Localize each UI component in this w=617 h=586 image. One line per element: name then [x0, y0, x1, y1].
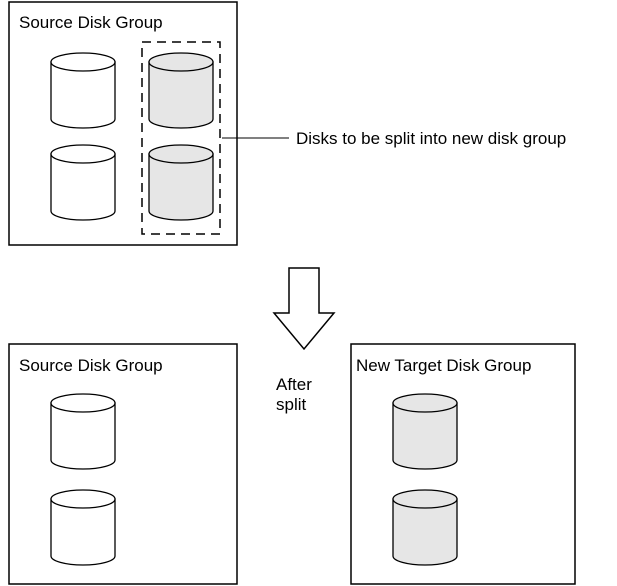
new-target-disk-group-title: New Target Disk Group — [356, 356, 531, 375]
disk-icon — [392, 393, 458, 470]
source-disk-group-title-before: Source Disk Group — [19, 13, 163, 32]
split-selection-box — [141, 41, 221, 235]
disk-icon — [148, 144, 214, 221]
source-disk-group-box-before — [8, 1, 238, 246]
split-disks-callout: Disks to be split into new disk group — [296, 129, 566, 148]
down-arrow-icon — [272, 267, 336, 351]
disk-icon — [50, 52, 116, 129]
disk-icon — [392, 489, 458, 566]
source-disk-group-title-after: Source Disk Group — [19, 356, 163, 375]
disk-icon — [50, 144, 116, 221]
new-target-disk-group-box — [350, 343, 576, 585]
source-disk-group-box-after — [8, 343, 238, 585]
disk-icon — [50, 393, 116, 470]
disk-icon — [148, 52, 214, 129]
disk-icon — [50, 489, 116, 566]
after-split-label: After split — [276, 375, 317, 414]
